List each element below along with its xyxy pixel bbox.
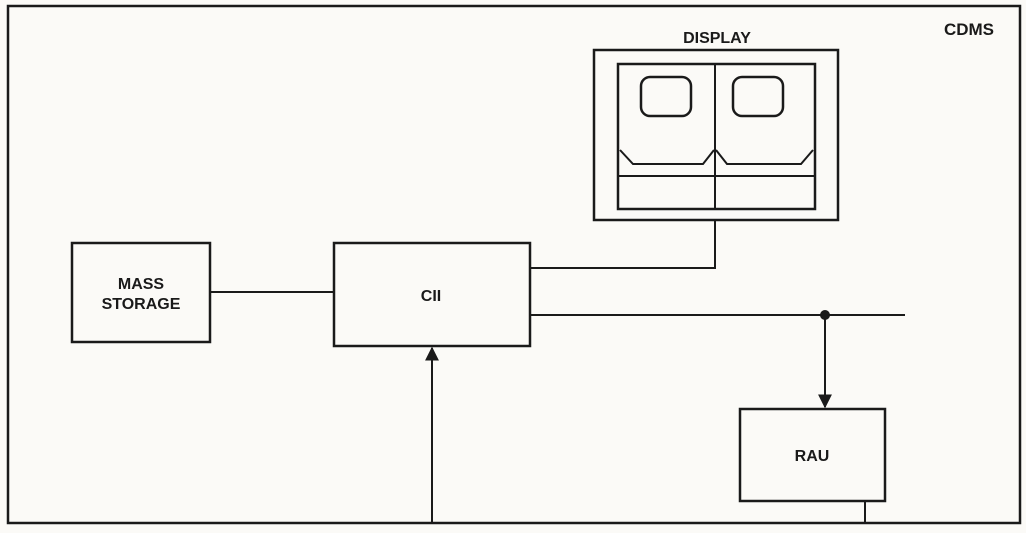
- cdms-frame: [6, 4, 1022, 525]
- display-label: DISPLAY: [683, 30, 751, 47]
- cii-box: [332, 241, 532, 348]
- mass-storage-label-line1: MASS: [118, 276, 165, 293]
- mass-storage-label-line2: STORAGE: [102, 296, 181, 313]
- cii-to-display-line: [530, 220, 716, 269]
- rau-label: RAU: [795, 448, 830, 465]
- left-keyboard-shelf: [619, 149, 715, 165]
- rau-box: [738, 407, 887, 503]
- right-screen-icon: [731, 75, 785, 118]
- cii-label: CII: [421, 288, 441, 305]
- display-inner-frame: [616, 62, 817, 211]
- cdms-label: CDMS: [944, 20, 994, 39]
- left-screen-icon: [639, 75, 693, 118]
- right-keyboard-shelf: [715, 149, 814, 165]
